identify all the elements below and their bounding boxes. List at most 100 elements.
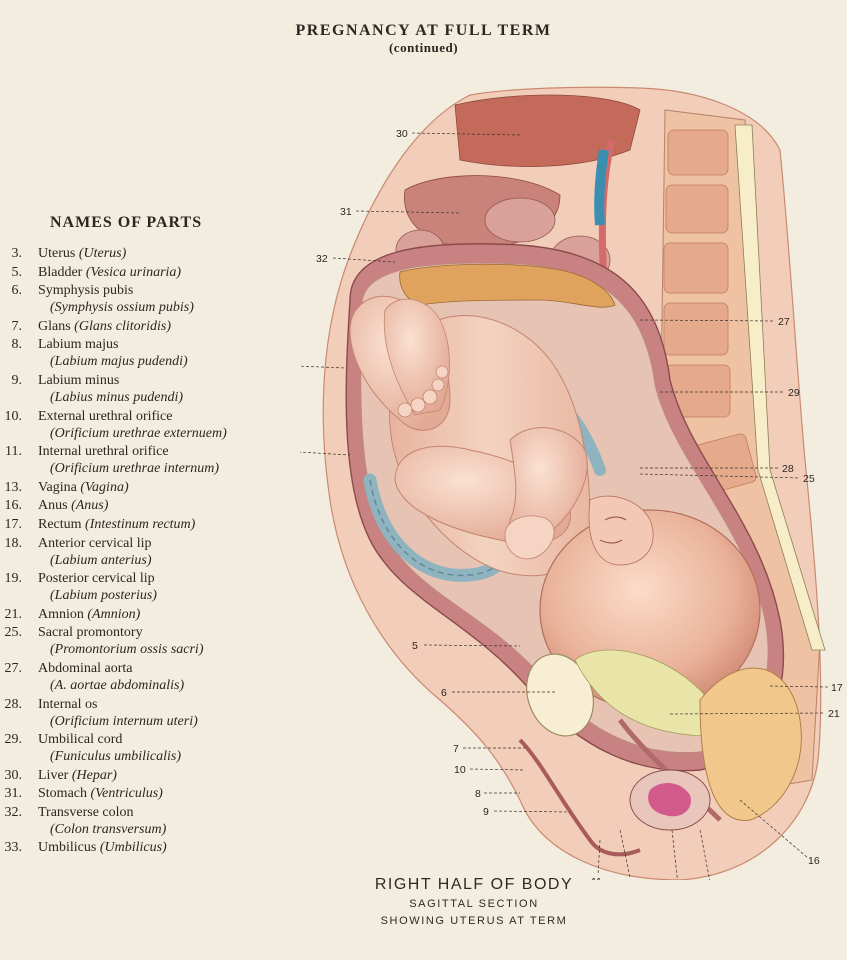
callout-31: 31 xyxy=(340,206,352,218)
legend-latin-name: (Uterus) xyxy=(78,246,127,261)
fetal-toes xyxy=(397,365,449,418)
caption-sub1: SAGITTAL SECTION xyxy=(409,898,539,910)
callout-8: 8 xyxy=(475,788,481,800)
plate-subtitle: (continued) xyxy=(388,40,459,55)
legend-part-name: Sacral promontory xyxy=(38,625,143,641)
legend-entry: 32.Transverse colon(Colon transversum) xyxy=(0,804,310,838)
legend-latin-name: (Symphysis ossium pubis) xyxy=(50,300,194,316)
legend-latin-name: (Umbilicus) xyxy=(99,840,167,856)
plate-title: PREGNANCY AT FULL TERM xyxy=(295,22,552,39)
legend-latin-name: (Hepar) xyxy=(71,767,117,783)
legend-number: 32. xyxy=(4,804,23,820)
legend-latin-name: (Amnion) xyxy=(87,606,141,622)
legend-latin-name: (Vesica urinaria) xyxy=(85,264,182,280)
legend-entry: 29.Umbilical cord(Funiculus umbilicalis) xyxy=(0,731,310,765)
legend-entry: 3.Uterus (Uterus) xyxy=(0,245,310,262)
legend-latin-name: (Orificium urethrae externuem) xyxy=(50,425,227,441)
legend-latin-name: (Anus) xyxy=(71,498,109,514)
legend-latin-name: (Orificium urethrae internum) xyxy=(50,461,220,477)
legend-entry: 18. Anterior cervical lip(Labium anterius… xyxy=(0,535,310,569)
legend-part-name: Glans xyxy=(38,318,71,334)
legend-latin-name: (Vagina) xyxy=(80,479,129,495)
legend-entry: 28.Internal os(Orificium internum uteri) xyxy=(0,696,310,730)
legend-entry: 7. Glans (Glans clitoridis) xyxy=(0,318,310,335)
legend-entry: 30.Liver (Hepar) xyxy=(0,767,310,784)
legend-latin-name: (Promontorium ossis sacri) xyxy=(50,642,204,658)
callout-27: 27 xyxy=(778,316,790,328)
legend-part-name: Abdominal aorta xyxy=(38,660,133,676)
legend-entry: 11.Internal urethral orifice(Orificium u… xyxy=(0,443,310,477)
legend-entry: 10.External urethral orifice(Orificium u… xyxy=(0,408,310,442)
callout-7: 7 xyxy=(453,743,459,755)
callout-16: 16 xyxy=(808,855,820,867)
legend-entry: 31. Stomach (Ventriculus) xyxy=(0,785,310,802)
legend-part-name: Posterior cervical lip xyxy=(38,571,155,587)
legend-number: 31. xyxy=(4,786,23,802)
legend-number: 28. xyxy=(4,696,23,712)
legend-entry: 8.Labium majus(Labium majus pudendi) xyxy=(0,336,310,370)
legend-latin-name: (Ventriculus) xyxy=(90,786,163,802)
legend-number: 6. xyxy=(11,283,23,299)
legend-part-name: Anterior cervical lip xyxy=(38,535,152,551)
legend-number: 7. xyxy=(11,318,23,334)
legend-number: 13. xyxy=(4,479,23,495)
legend-part-name: Amnion xyxy=(38,606,84,622)
legend-number: 27. xyxy=(4,660,23,676)
legend-part-name: Stomach xyxy=(38,786,87,802)
legend-number: 3. xyxy=(11,246,23,261)
fetal-hand xyxy=(504,515,555,560)
legend-entry: 19.Posterior cervical lip(Labium posteri… xyxy=(0,570,310,604)
legend-number: 33. xyxy=(4,840,23,856)
legend-part-name: Symphysis pubis xyxy=(38,283,134,299)
callout-9: 9 xyxy=(483,806,489,818)
legend-number: 9. xyxy=(11,372,23,388)
legend-part-name: Labium minus xyxy=(38,372,120,388)
legend-entry: 5. Bladder (Vesica urinaria) xyxy=(0,264,310,281)
legend-number: 5. xyxy=(11,264,23,280)
callout-28: 28 xyxy=(782,463,794,475)
legend-latin-name: (Labius minus pudendi) xyxy=(50,389,183,405)
caption-sub2: SHOWING UTERUS AT TERM xyxy=(380,915,568,927)
legend-entry: 13. Vagina (Vagina) xyxy=(0,479,310,496)
callout-13: 13 xyxy=(624,879,636,880)
legend-latin-name: (A. aortae abdominalis) xyxy=(50,677,185,693)
legend-latin-name: (Glans clitoridis) xyxy=(74,318,172,334)
callout-10: 10 xyxy=(454,764,466,776)
legend-number: 30. xyxy=(4,767,23,783)
callout-30: 30 xyxy=(396,128,408,140)
legend-heading: NAMES OF PARTS xyxy=(50,214,203,231)
legend-entry: 33.Umbilicus (Umbilicus) xyxy=(0,839,310,856)
callout-5: 5 xyxy=(412,640,418,652)
legend-number: 17. xyxy=(4,516,23,532)
legend-part-name: Internal urethral orifice xyxy=(38,444,169,460)
legend-number: 19. xyxy=(4,571,23,587)
vertebrae xyxy=(663,129,757,496)
legend-latin-name: (Funiculus umbilicalis) xyxy=(50,749,182,765)
legend-part-name: Bladder xyxy=(38,264,83,280)
callout-6: 6 xyxy=(441,687,447,699)
legend-latin-name: (Labium majus pudendi) xyxy=(50,354,188,370)
vena-cava xyxy=(594,149,609,226)
legend-entry: 16.Anus (Anus) xyxy=(0,497,310,514)
legend-part-name: Internal os xyxy=(38,696,98,712)
fetal-face xyxy=(588,495,654,566)
sagittal-section-diagram: 30 31 32 33 3 5 6 7 10 8 9 27 29 28 25 1… xyxy=(300,86,843,880)
callout-25: 25 xyxy=(803,473,815,485)
caption-main: RIGHT HALF OF BODY xyxy=(374,876,574,893)
callout-29: 29 xyxy=(788,387,800,399)
liver xyxy=(454,94,641,167)
labia xyxy=(518,738,641,857)
callout-17: 17 xyxy=(831,682,843,694)
legend-number: 21. xyxy=(4,606,23,622)
legend-part-name: Vagina xyxy=(38,479,77,495)
legend-number: 8. xyxy=(11,337,23,353)
legend-list: 3.Uterus (Uterus) 5. Bladder (Vesica urina… xyxy=(0,245,310,858)
legend-part-name: Umbilical cord xyxy=(38,732,123,748)
legend-part-name: Anus xyxy=(38,498,68,514)
legend-latin-name: (Labium anterius) xyxy=(50,552,152,568)
rectum xyxy=(699,667,802,821)
spinal-canal xyxy=(734,124,826,651)
legend-part-name: Rectum xyxy=(38,516,82,532)
legend-number: 18. xyxy=(4,535,23,551)
legend-latin-name: (Intestinum rectum) xyxy=(85,516,196,532)
